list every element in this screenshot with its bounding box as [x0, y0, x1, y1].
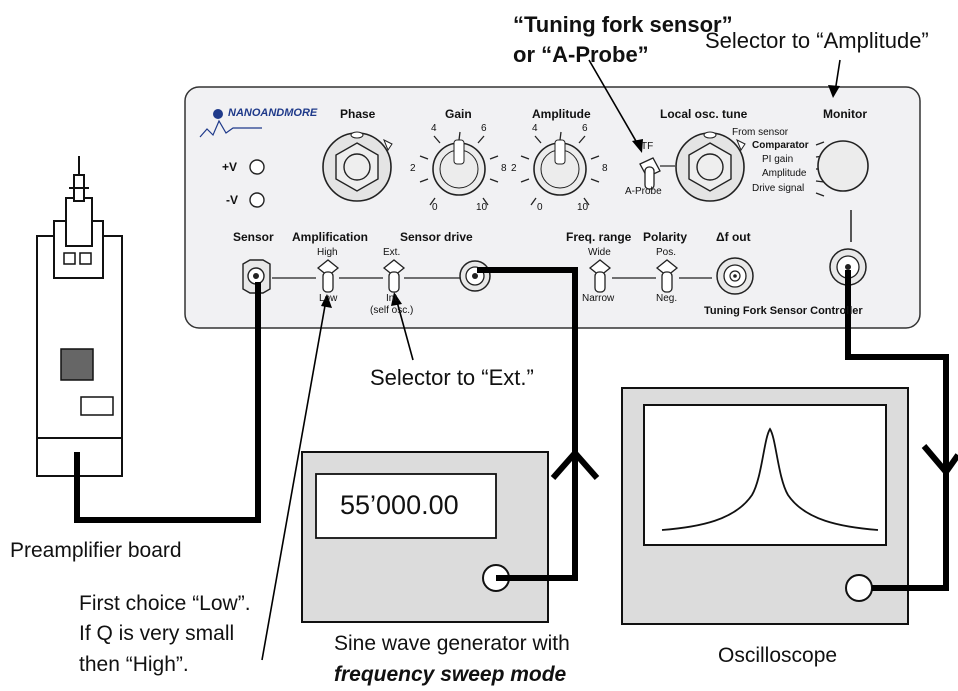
amplification-switch[interactable]	[316, 259, 340, 293]
annotation-sensor-choice-line1: “Tuning fork sensor”	[513, 12, 733, 37]
pointer-tf-switch	[588, 59, 641, 149]
controller-model-label: Tuning Fork Sensor Controller	[704, 305, 863, 317]
generator-display-value: 55’000.00	[340, 490, 459, 520]
monitor-option-drive-signal: Drive signal	[752, 183, 805, 194]
oscilloscope-caption: Oscilloscope	[718, 644, 838, 667]
cable-sensor-to-preamp	[74, 282, 261, 523]
gain-scale-8: 8	[501, 163, 507, 174]
local-osc-label: Local osc. tune	[660, 107, 748, 121]
gain-scale-0: 0	[432, 202, 438, 213]
monitor-option-comparator: Comparator	[752, 140, 809, 151]
minus-v-led	[249, 192, 265, 208]
generator-caption-line2: frequency sweep mode	[334, 663, 567, 686]
freq-wide-label: Wide	[588, 247, 611, 258]
amplitude-label: Amplitude	[532, 107, 591, 121]
minus-v-label: -V	[226, 193, 238, 207]
section-sensor: Sensor	[233, 230, 274, 244]
annotation-drive-selector: Selector to “Ext.”	[370, 365, 534, 390]
gain-scale-6: 6	[481, 123, 487, 134]
amp-low-label: Low	[319, 293, 338, 304]
pol-pos-label: Pos.	[656, 247, 677, 258]
phase-knob[interactable]	[322, 131, 393, 202]
tf-aprobe-switch[interactable]	[639, 157, 675, 190]
section-amplification: Amplification	[292, 230, 369, 244]
switch-aprobe-label: A-Probe	[625, 186, 662, 197]
annotation-sensor-choice-line2: or “A-Probe”	[513, 42, 649, 67]
monitor-out-connector[interactable]	[829, 248, 867, 286]
nanoandmore-logo	[199, 109, 262, 138]
generator-caption-line1: Sine wave generator with	[334, 632, 570, 655]
annotation-monitor-selector: Selector to “Amplitude”	[705, 28, 929, 53]
cable-direction-arrow-up	[550, 448, 600, 480]
gain-label: Gain	[445, 107, 472, 121]
sine-generator	[301, 451, 549, 623]
annotation-amp-choice-line3: then “High”.	[79, 653, 189, 676]
plus-v-led	[249, 159, 265, 175]
switch-tf-label: TF	[641, 141, 654, 152]
phase-label: Phase	[340, 107, 376, 121]
sensor-drive-connector[interactable]	[459, 260, 491, 292]
section-polarity: Polarity	[643, 230, 688, 244]
generator-display	[315, 473, 497, 539]
amplitude-knob[interactable]	[520, 131, 600, 206]
pointer-amplification	[261, 299, 327, 661]
section-df-out: Δf out	[716, 230, 751, 244]
controller-panel	[184, 86, 921, 329]
drive-self-label: (self osc.)	[370, 305, 414, 316]
freq-range-switch[interactable]	[588, 259, 612, 293]
preamplifier-label: Preamplifier board	[10, 539, 182, 562]
sensor-connector[interactable]	[242, 259, 271, 294]
section-sensor-drive: Sensor drive	[400, 230, 473, 244]
plus-v-label: +V	[222, 160, 238, 174]
drive-int-label: Int.	[386, 293, 400, 304]
amp-scale-10: 10	[577, 202, 589, 213]
polarity-switch[interactable]	[655, 259, 679, 293]
df-out-connector[interactable]	[716, 257, 754, 295]
amp-scale-0: 0	[537, 202, 543, 213]
brand-label: NANOANDMORE	[228, 107, 318, 119]
monitor-selector-knob[interactable]	[815, 140, 869, 197]
annotation-amp-choice-line2: If Q is very small	[79, 622, 235, 645]
resonance-curve	[661, 427, 879, 531]
cable-generator-to-drive	[477, 267, 578, 581]
monitor-option-pi-gain: PI gain	[762, 154, 794, 165]
cable-monitor-to-scope	[845, 270, 949, 591]
drive-ext-label: Ext.	[383, 247, 401, 258]
gain-scale-2: 2	[410, 163, 416, 174]
monitor-label: Monitor	[823, 107, 867, 121]
gain-knob[interactable]	[419, 131, 499, 206]
section-freq-range: Freq. range	[566, 230, 632, 244]
cable-direction-arrow-down	[921, 444, 958, 477]
pol-neg-label: Neg.	[656, 293, 678, 304]
amp-high-label: High	[317, 247, 338, 258]
gain-scale-4: 4	[431, 123, 437, 134]
amp-scale-8: 8	[602, 163, 608, 174]
monitor-option-from-sensor: From sensor	[732, 127, 789, 138]
freq-narrow-label: Narrow	[582, 293, 615, 304]
amp-scale-4: 4	[532, 123, 538, 134]
oscilloscope-screen	[643, 404, 887, 546]
amp-scale-2: 2	[511, 163, 517, 174]
amp-scale-6: 6	[582, 123, 588, 134]
oscilloscope	[621, 387, 909, 625]
local-osc-knob[interactable]	[675, 131, 746, 202]
oscilloscope-input-jack	[845, 574, 873, 602]
annotation-amp-choice-line1: First choice “Low”.	[79, 592, 251, 615]
preamplifier-board	[36, 156, 123, 477]
gain-scale-10: 10	[476, 202, 488, 213]
pointer-sensor-drive	[395, 297, 414, 361]
monitor-option-amplitude: Amplitude	[762, 168, 807, 179]
